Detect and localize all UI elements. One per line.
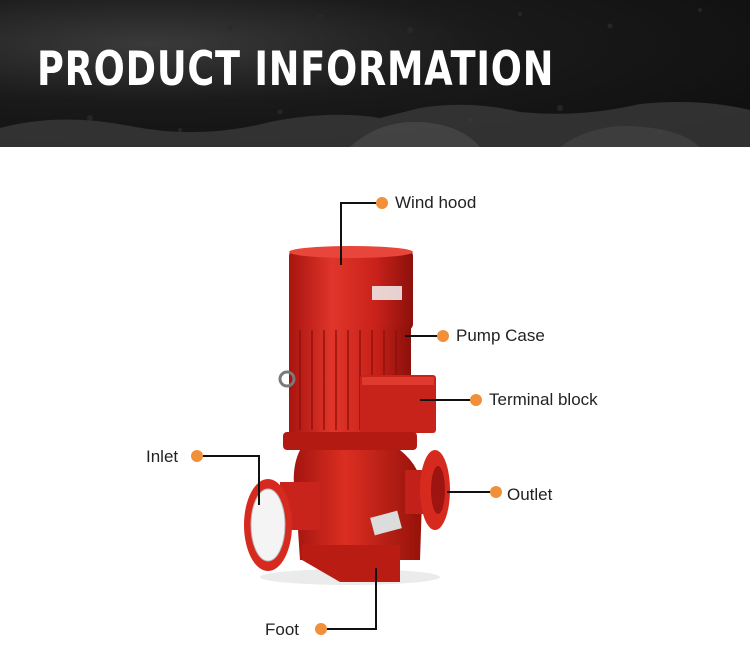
inlet-marker-dot [191,450,203,462]
rock-texture-background [0,8,750,147]
page-title: PRODUCT INFORMATION [37,42,555,97]
wind-hood [289,250,413,330]
foot-label: Foot [265,620,300,639]
leader-lines [197,202,497,630]
foot-marker-dot [315,623,327,635]
terminal-block-label: Terminal block [489,390,598,409]
outlet-marker-dot [490,486,502,498]
inlet-label: Inlet [146,447,179,466]
outlet-label: Outlet [507,485,553,504]
header-banner: PRODUCT INFORMATION [0,0,750,147]
wind-hood-label: Wind hood [395,193,477,212]
terminal-block-marker-dot [470,394,482,406]
pump-case-marker-dot [437,330,449,342]
terminal-block [360,375,436,433]
pump-case-label: Pump Case [456,326,545,345]
wind-hood-marker-dot [376,197,388,209]
pump-image [244,246,450,585]
